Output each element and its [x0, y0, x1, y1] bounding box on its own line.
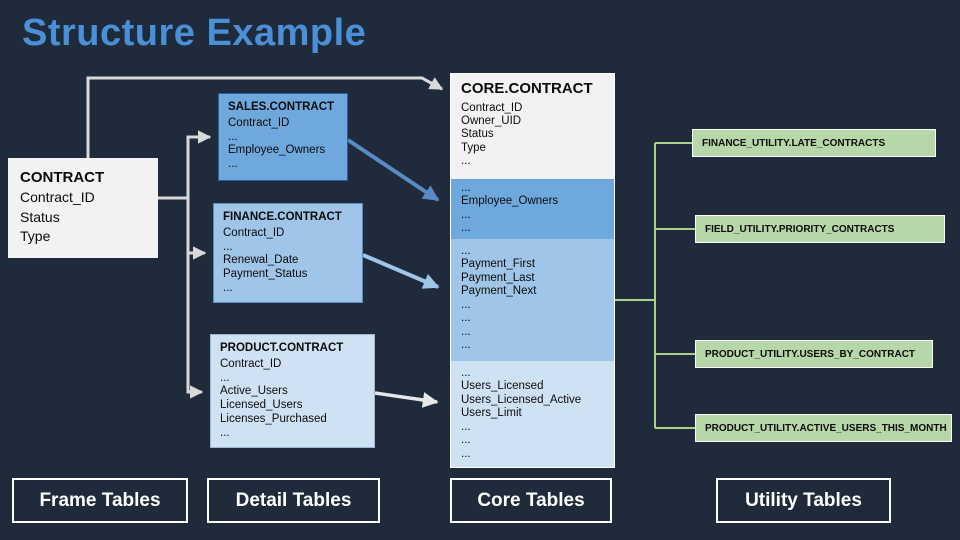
category-label-detail-tables: Detail Tables [207, 478, 380, 523]
table-field: ... [461, 325, 471, 338]
core-to-utilities-connector [615, 142, 695, 429]
table-field: Contract_ID [20, 189, 95, 205]
table-field: ... [223, 240, 233, 253]
utility-table-late-contracts: FINANCE_UTILITY.LATE_CONTRACTS [692, 129, 936, 157]
core-section-identity: CORE.CONTRACT Contract_ID Owner_UID Stat… [451, 74, 614, 179]
table-field: Contract_ID [228, 116, 290, 129]
table-field: ... [461, 182, 471, 194]
table-field: Renewal_Date [223, 254, 299, 267]
core-section-product: ... Users_Licensed Users_Licensed_Active… [451, 361, 614, 467]
table-field: ... [461, 339, 471, 352]
table-field: Status [461, 128, 494, 141]
detail-table-product-contract: PRODUCT.CONTRACT Contract_ID ... Active_… [210, 334, 375, 448]
table-field: Active_Users [220, 385, 288, 398]
table-field: Payment_Status [223, 268, 308, 281]
table-field: ... [461, 420, 471, 433]
table-field: Contract_ID [220, 357, 282, 370]
table-title: CORE.CONTRACT [461, 80, 593, 97]
table-field: ... [461, 208, 471, 221]
category-label-text: Core Tables [477, 489, 585, 511]
category-label-utility-tables: Utility Tables [716, 478, 891, 523]
table-field: Owner_UID [461, 115, 522, 127]
table-title: FINANCE.CONTRACT [223, 211, 342, 223]
core-section-finance: ... Payment_First Payment_Last Payment_N… [451, 239, 614, 361]
table-field: ... [461, 155, 471, 168]
table-title: SALES.CONTRACT [228, 101, 335, 113]
table-field: Users_Licensed_Active [461, 393, 582, 406]
table-field: Contract_ID [461, 101, 523, 114]
table-field: ... [461, 312, 471, 325]
table-field: ... [461, 447, 471, 460]
category-label-frame-tables: Frame Tables [12, 478, 188, 523]
utility-table-users-by-contract: PRODUCT_UTILITY.USERS_BY_CONTRACT [695, 340, 933, 368]
frame-to-finance-arrow [158, 196, 207, 260]
sales-to-core-arrow [346, 138, 440, 202]
table-field: Status [20, 208, 60, 225]
core-table-contract: CORE.CONTRACT Contract_ID Owner_UID Stat… [450, 73, 615, 468]
table-field: ... [223, 281, 233, 294]
table-field: Type [20, 228, 51, 245]
core-section-sales: ... Employee_Owners ... ... [451, 179, 614, 239]
finance-to-core-arrow [362, 253, 440, 289]
table-field: Payment_Last [461, 271, 535, 284]
table-field: Licensed_Users [220, 399, 303, 412]
table-field: ... [461, 298, 471, 311]
table-field: Payment_Next [461, 285, 537, 298]
table-title: PRODUCT.CONTRACT [220, 342, 344, 354]
table-field: ... [461, 367, 471, 379]
utility-table-label: PRODUCT_UTILITY.ACTIVE_USERS_THIS_MONTH [705, 422, 947, 434]
category-label-text: Utility Tables [745, 489, 862, 511]
detail-table-finance-contract: FINANCE.CONTRACT Contract_ID ... Renewal… [213, 203, 363, 303]
table-field: Employee_Owners [228, 144, 326, 157]
utility-table-label: FINANCE_UTILITY.LATE_CONTRACTS [702, 137, 886, 149]
table-field: Employee_Owners [461, 195, 559, 208]
table-field: Users_Licensed [461, 380, 544, 393]
table-field: Type [461, 141, 486, 154]
utility-table-label: FIELD_UTILITY.PRIORITY_CONTRACTS [705, 223, 895, 235]
utility-table-label: PRODUCT_UTILITY.USERS_BY_CONTRACT [705, 348, 916, 360]
detail-table-sales-contract: SALES.CONTRACT Contract_ID ... Employee_… [218, 93, 348, 181]
table-field: Users_Limit [461, 407, 522, 420]
category-label-text: Detail Tables [235, 489, 352, 511]
frame-to-product-arrow [158, 196, 204, 399]
table-field: ... [228, 130, 238, 143]
table-field: ... [220, 426, 230, 439]
utility-table-priority-contracts: FIELD_UTILITY.PRIORITY_CONTRACTS [695, 215, 945, 243]
table-field: Contract_ID [223, 226, 285, 239]
frame-to-sales-arrow [158, 130, 212, 200]
table-field: ... [461, 434, 471, 447]
category-label-text: Frame Tables [39, 489, 161, 511]
frame-table-contract: CONTRACT Contract_ID Status Type [8, 158, 158, 258]
table-title: CONTRACT [20, 169, 105, 186]
table-field: ... [461, 222, 471, 235]
product-to-core-arrow [374, 391, 439, 408]
page-title: Structure Example [22, 12, 367, 54]
table-field: Licenses_Purchased [220, 412, 327, 425]
table-field: ... [461, 245, 471, 257]
utility-table-active-users-this-month: PRODUCT_UTILITY.ACTIVE_USERS_THIS_MONTH [695, 414, 952, 442]
table-field: Payment_First [461, 258, 536, 271]
table-field: ... [228, 158, 238, 171]
table-field: ... [220, 371, 230, 384]
category-label-core-tables: Core Tables [450, 478, 612, 523]
frame-to-core-arrow [86, 76, 444, 158]
